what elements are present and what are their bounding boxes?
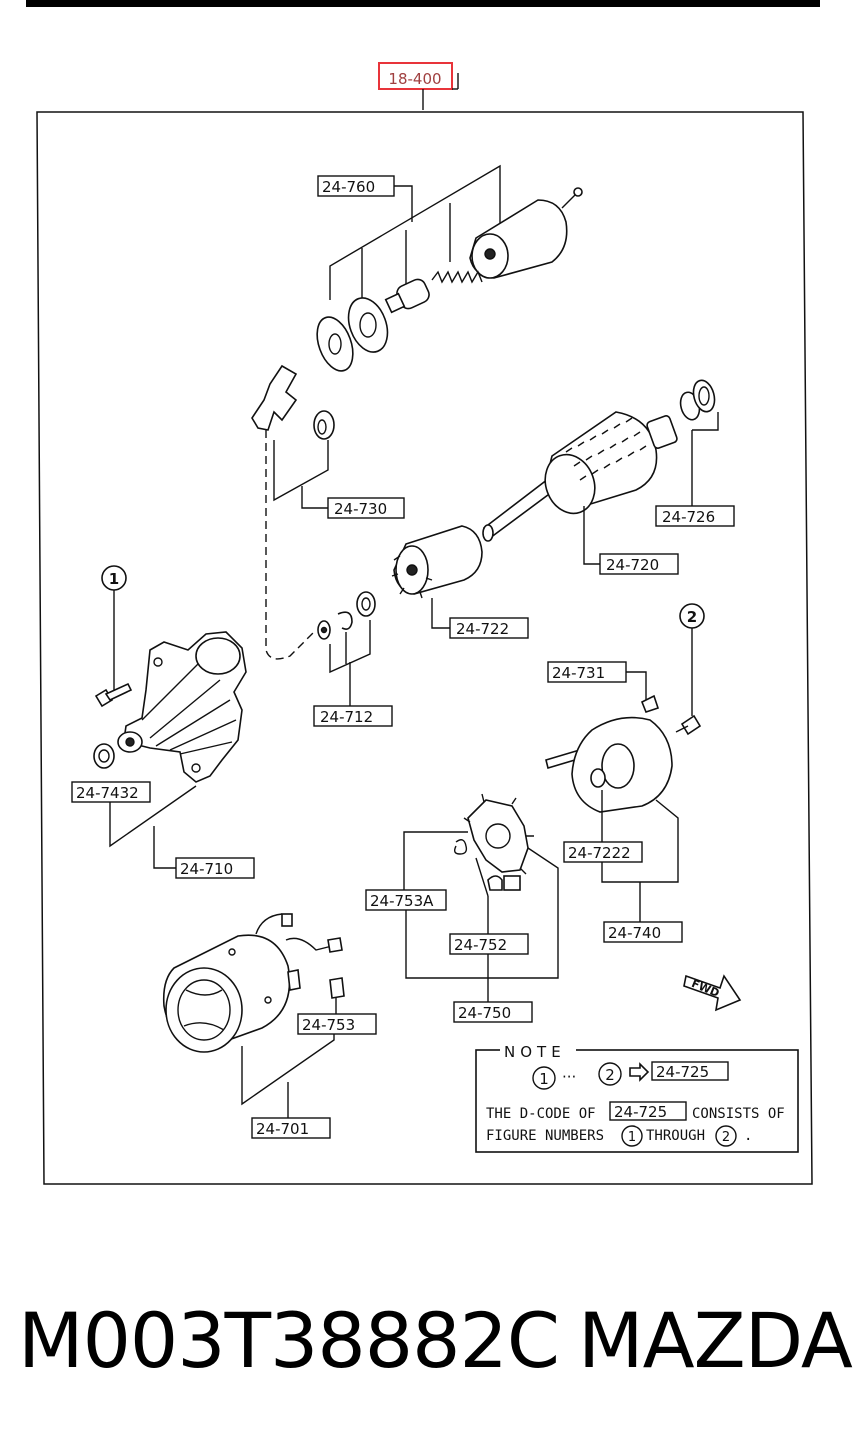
- note-line2-end: .: [744, 1128, 752, 1144]
- note-range-dots: ···: [562, 1068, 576, 1086]
- callout-24-752[interactable]: 24-752: [454, 936, 507, 954]
- note-marker-1: 1: [539, 1070, 549, 1088]
- solenoid-switch: [469, 187, 583, 279]
- note-range-target[interactable]: 24-725: [656, 1063, 709, 1081]
- stop-ring-group: 24-712: [313, 591, 393, 727]
- front-bushing: [93, 743, 115, 769]
- note-marker-2: 2: [605, 1066, 615, 1084]
- brush-holder-group: 24-753A 24-752 24-750: [365, 793, 559, 1023]
- lever-holder: [313, 410, 335, 440]
- callout-24-7432[interactable]: 24-7432: [76, 784, 139, 802]
- note-line2-marker-2: 2: [722, 1130, 730, 1145]
- callout-24-712[interactable]: 24-712: [320, 708, 373, 726]
- yoke-group: 24-753 24-701: [162, 913, 377, 1139]
- callout-24-726[interactable]: 24-726: [662, 508, 715, 526]
- front-housing-group: 1 24-7432 24-710: [71, 565, 255, 879]
- note-line1-pre: THE D-CODE OF: [486, 1106, 596, 1122]
- rear-cover-group: 2 24-731 24-7222 24-740: [545, 603, 705, 943]
- marker-2-label: 2: [687, 608, 697, 626]
- callout-24-753[interactable]: 24-753: [302, 1016, 355, 1034]
- callout-24-740[interactable]: 24-740: [608, 924, 661, 942]
- plunger: [384, 278, 430, 314]
- callout-24-750[interactable]: 24-750: [458, 1004, 511, 1022]
- note-line2-marker-1: 1: [628, 1130, 636, 1145]
- marker-1-label: 1: [109, 570, 119, 588]
- fwd-label: FWD: [690, 977, 722, 1000]
- part-number: M003T38882C: [18, 1296, 560, 1385]
- drive-lever: [251, 364, 298, 431]
- gasket-large: [347, 297, 389, 353]
- arrow-right-icon: [629, 1062, 650, 1082]
- note-title: NOTE: [504, 1043, 566, 1061]
- pinion-group: 24-722: [391, 525, 529, 639]
- note-line2-pre: FIGURE NUMBERS: [486, 1128, 604, 1144]
- armature-group: 24-726 24-720: [482, 379, 735, 575]
- gasket-small: [316, 316, 354, 372]
- callout-24-760[interactable]: 24-760: [322, 178, 375, 196]
- header-ref[interactable]: 18-400: [378, 62, 459, 110]
- note-line2-mid: THROUGH: [646, 1128, 705, 1144]
- callout-24-710[interactable]: 24-710: [180, 860, 233, 878]
- solenoid-group: 24-760: [316, 164, 583, 372]
- brand-name: MAZDA: [578, 1296, 853, 1385]
- note-line1-post: CONSISTS OF: [692, 1106, 785, 1122]
- diagram-frame: [36, 111, 813, 1185]
- callout-24-7222[interactable]: 24-7222: [568, 844, 631, 862]
- brush-holder: [467, 799, 529, 873]
- header-ref-label: 18-400: [388, 70, 441, 88]
- callout-24-731[interactable]: 24-731: [552, 664, 605, 682]
- callout-24-720[interactable]: 24-720: [606, 556, 659, 574]
- callout-24-730[interactable]: 24-730: [334, 500, 387, 518]
- callout-24-753A[interactable]: 24-753A: [370, 892, 434, 910]
- top-bar: [26, 0, 820, 7]
- callout-24-722[interactable]: 24-722: [456, 620, 509, 638]
- fwd-arrow-icon: FWD: [683, 974, 742, 1012]
- lever-group: 24-730: [251, 364, 405, 660]
- callout-24-701[interactable]: 24-701: [256, 1120, 309, 1138]
- note-line1-code[interactable]: 24-725: [614, 1103, 667, 1121]
- note-box: NOTE 1 ··· 2 24-725 THE D-CODE OF 24-725…: [475, 1042, 799, 1153]
